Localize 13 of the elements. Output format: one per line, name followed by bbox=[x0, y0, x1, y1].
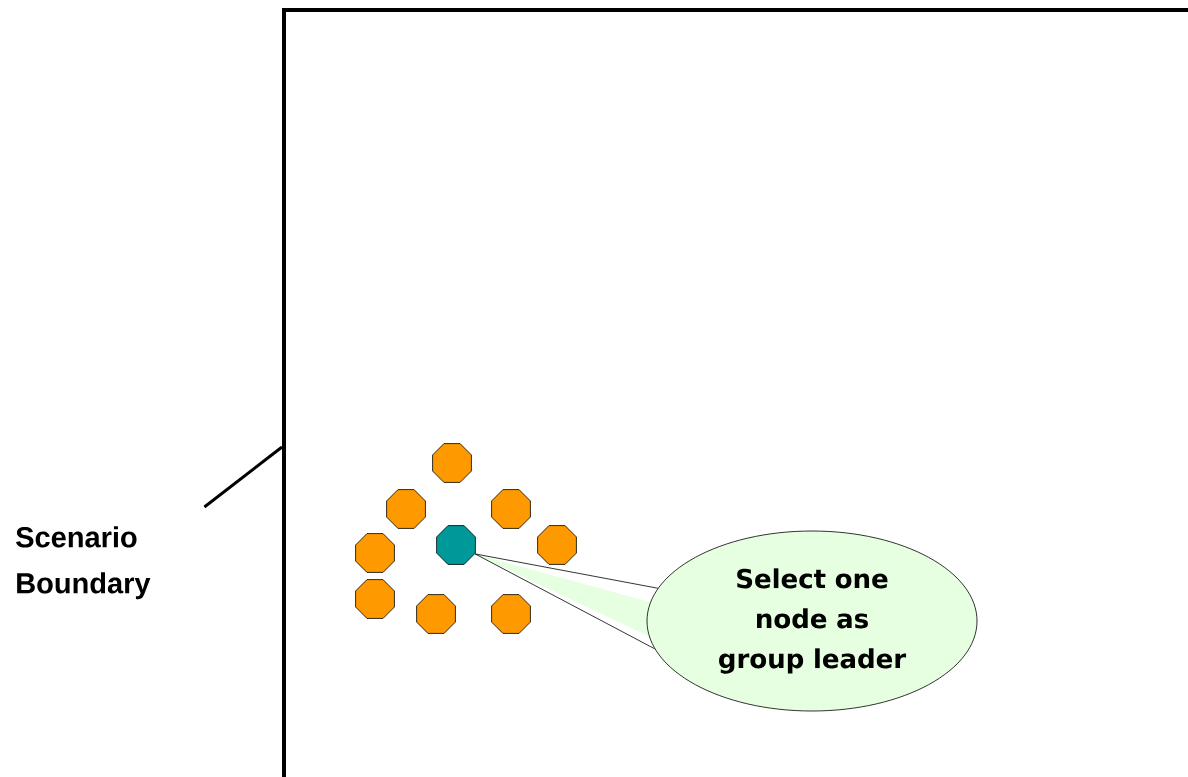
callout-bubble: Select one node as group leader bbox=[475, 530, 978, 712]
node-octagon bbox=[491, 594, 531, 634]
leader-line bbox=[203, 445, 283, 509]
node-octagon bbox=[432, 443, 472, 483]
node-octagon bbox=[491, 489, 531, 529]
boundary-label: Scenario Boundary bbox=[16, 526, 151, 600]
node-octagon bbox=[355, 533, 395, 573]
node-octagon bbox=[416, 594, 456, 634]
node-octagon bbox=[436, 525, 476, 565]
node-octagon bbox=[386, 489, 426, 529]
node-octagon bbox=[537, 525, 577, 565]
callout-pointer bbox=[474, 553, 659, 650]
node-octagon bbox=[355, 579, 395, 619]
